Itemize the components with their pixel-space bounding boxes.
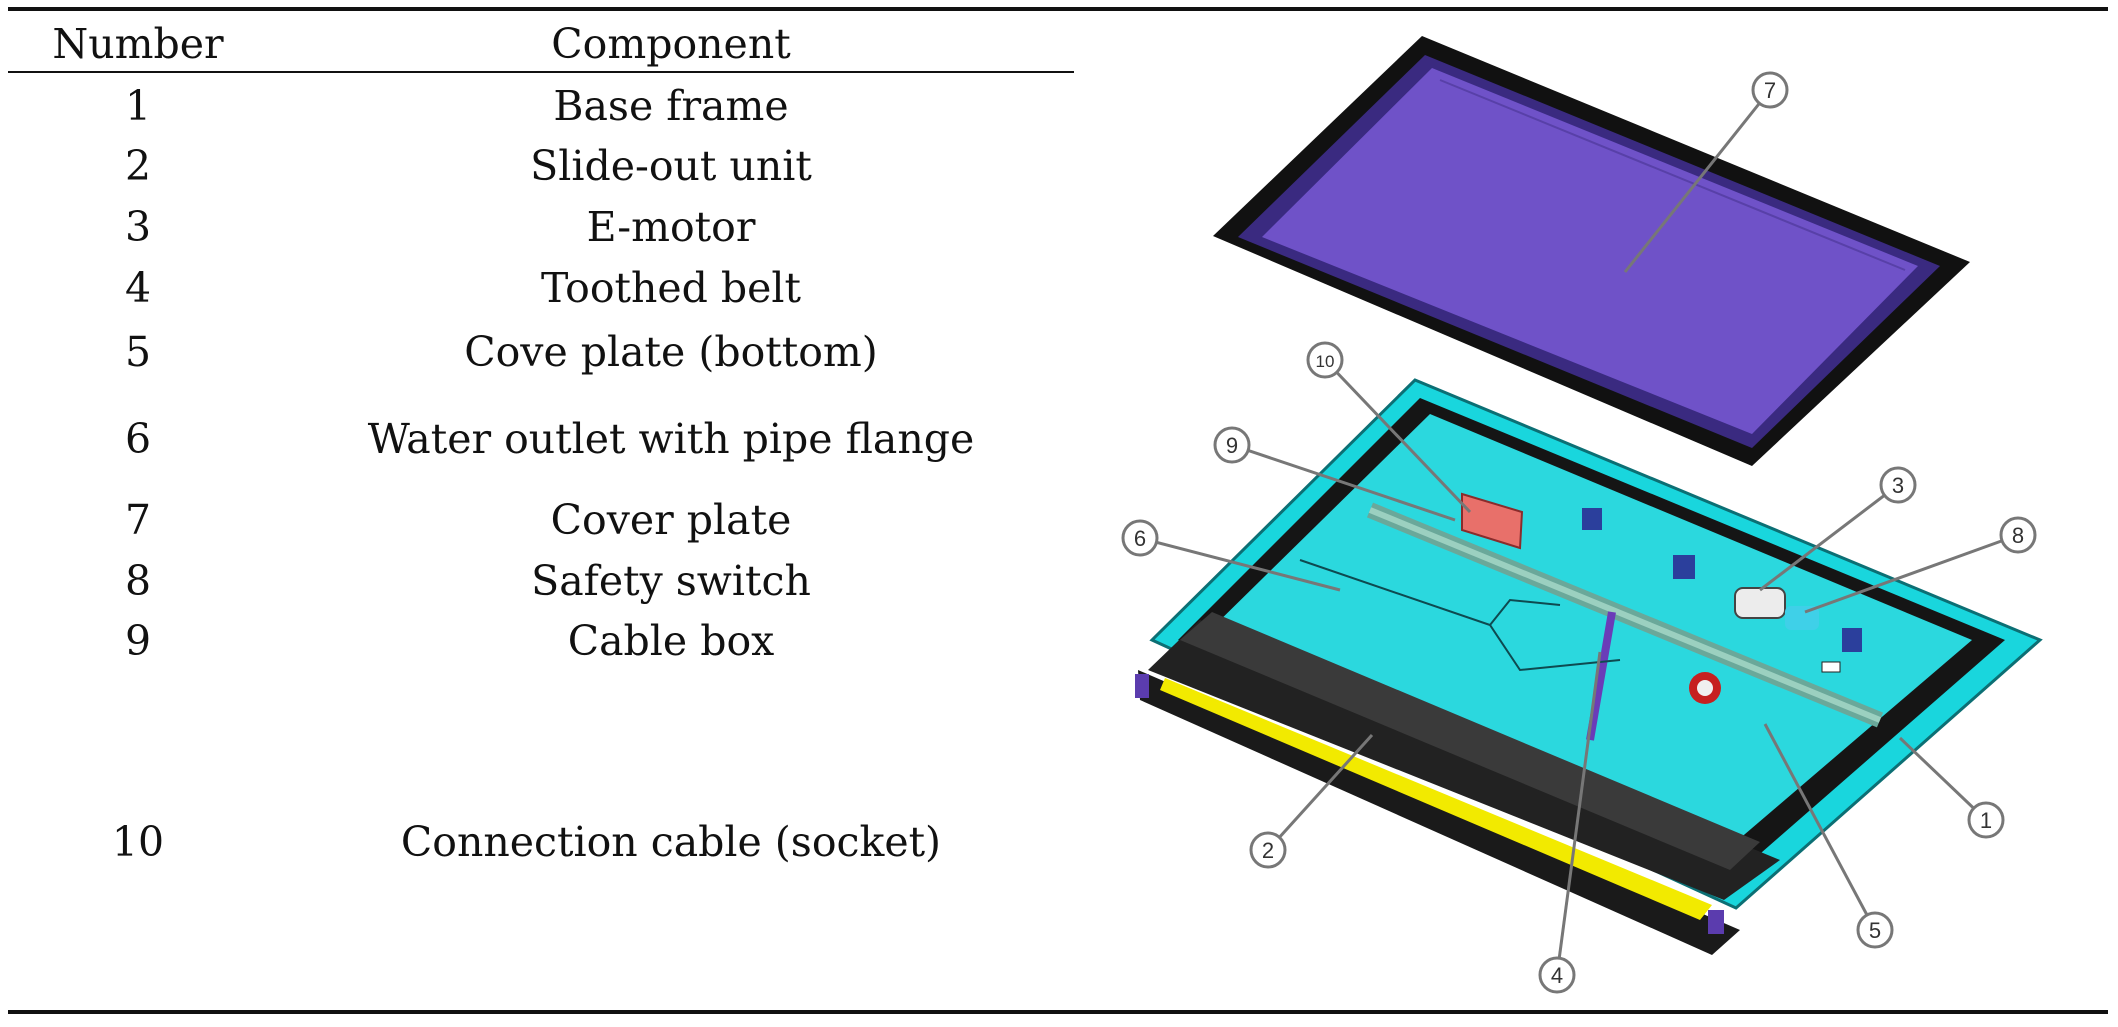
row-5-number: 5	[124, 328, 152, 376]
table-bottom-rule	[8, 1010, 2108, 1014]
callout-1: 1	[1967, 801, 2005, 839]
row-6-component: Water outlet with pipe flange	[367, 415, 975, 463]
svg-text:6: 6	[1134, 526, 1146, 551]
callout-4: 4	[1538, 956, 1576, 994]
row-8-component: Safety switch	[531, 557, 811, 605]
callout-8: 8	[1999, 516, 2037, 554]
header-number: Number	[52, 20, 224, 68]
callout-6: 6	[1121, 519, 1159, 557]
row-3-component: E-motor	[586, 203, 756, 251]
callout-10: 10	[1306, 341, 1344, 379]
row-1-component: Base frame	[553, 82, 789, 130]
row-4-component: Toothed belt	[540, 264, 802, 312]
svg-text:2: 2	[1262, 838, 1274, 863]
row-1-number: 1	[124, 82, 152, 130]
row-3-number: 3	[124, 203, 152, 251]
svg-text:1: 1	[1980, 808, 1992, 833]
cover-plate-drawing	[1213, 36, 1970, 466]
assembly-drawing: 7 10 9 6 3 8 1 2	[1121, 36, 2043, 994]
row-8-number: 8	[124, 557, 152, 605]
row-2-component: Slide-out unit	[530, 142, 812, 190]
row-4-number: 4	[124, 264, 152, 312]
svg-text:10: 10	[1316, 352, 1335, 371]
callout-9: 9	[1213, 426, 1251, 464]
svg-text:3: 3	[1892, 473, 1904, 498]
table-top-rule	[8, 7, 2108, 11]
svg-text:7: 7	[1764, 78, 1776, 103]
row-6-number: 6	[124, 415, 152, 463]
callout-7: 7	[1751, 71, 1789, 109]
row-7-number: 7	[124, 496, 152, 544]
callout-markers: 7 10 9 6 3 8 1 2	[1121, 71, 2037, 994]
svg-text:5: 5	[1869, 918, 1881, 943]
header-component: Component	[551, 20, 791, 68]
base-unit-drawing	[1135, 378, 2043, 955]
svg-text:8: 8	[2012, 523, 2024, 548]
row-2-number: 2	[124, 142, 152, 190]
row-7-component: Cover plate	[550, 496, 792, 544]
callout-3: 3	[1879, 466, 1917, 504]
table-header-rule	[8, 71, 1074, 73]
row-9-number: 9	[124, 617, 152, 665]
callout-5: 5	[1856, 911, 1894, 949]
leader-lines	[1139, 89, 2019, 976]
row-5-component: Cove plate (bottom)	[464, 328, 878, 376]
svg-text:4: 4	[1551, 963, 1563, 988]
row-9-component: Cable box	[567, 617, 775, 665]
row-10-component: Connection cable (socket)	[400, 818, 942, 866]
svg-text:9: 9	[1226, 433, 1238, 458]
callout-2: 2	[1249, 831, 1287, 869]
row-10-number: 10	[111, 818, 165, 866]
